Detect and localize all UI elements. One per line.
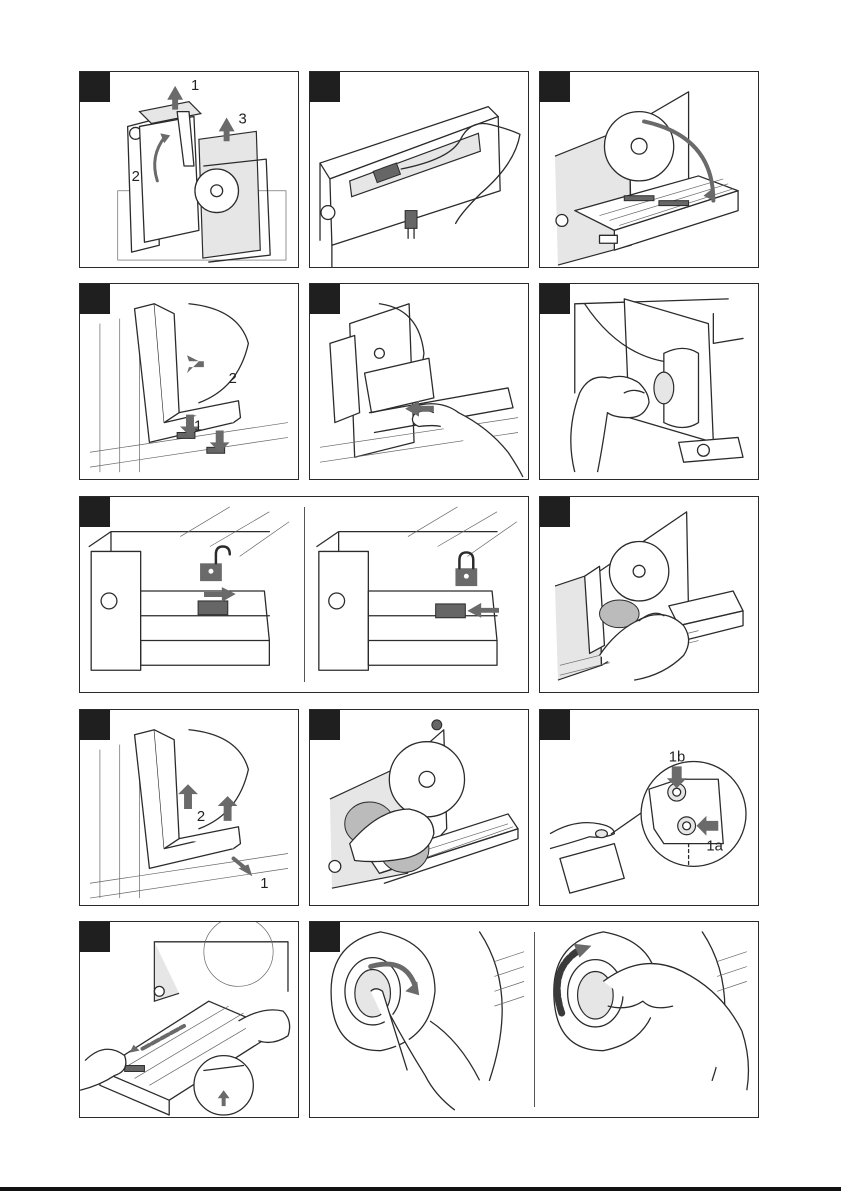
callout-label: 1 [260, 876, 268, 892]
figure-panel-9: 2 1 [79, 709, 299, 906]
switch-detail-illustration: 1b 1a [540, 710, 758, 905]
figure-panel-1: 1 2 3 [79, 71, 299, 268]
fold-carriage-illustration [540, 72, 758, 267]
locked-padlock-icon [455, 552, 477, 586]
callout-label: 3 [238, 111, 246, 127]
blade-removal-illustration [310, 922, 758, 1117]
figure-panel-2 [309, 71, 529, 268]
cord-storage-illustration [310, 72, 528, 267]
callout-label: 2 [132, 169, 140, 185]
callout-label: 2 [197, 809, 205, 825]
food-holder-attach-illustration: 2 1 [80, 284, 298, 479]
figure-panel-3 [539, 71, 759, 268]
unlocked-padlock-icon [200, 546, 230, 581]
slice-without-holder-illustration [310, 710, 528, 905]
figure-panel-10 [309, 709, 529, 906]
callout-label: 1 [194, 418, 202, 434]
thickness-knob-illustration [540, 284, 758, 479]
carriage-lock-illustration [80, 497, 528, 692]
callout-label: 1a [706, 839, 723, 855]
figure-panel-4: 2 1 [79, 283, 299, 480]
disassembly-illustration: 1 2 3 [80, 72, 298, 267]
callout-label: 2 [229, 371, 237, 387]
figure-panel-6 [539, 283, 759, 480]
slicing-illustration [540, 497, 758, 692]
food-holder-detach-illustration: 2 1 [80, 710, 298, 905]
carriage-removal-illustration [80, 922, 298, 1117]
figure-panel-8 [539, 496, 759, 693]
page-footer-rule [0, 1187, 841, 1191]
residual-holder-illustration [310, 284, 528, 479]
figure-panel-7 [79, 496, 529, 693]
figure-panel-12 [79, 921, 299, 1118]
callout-label: 1b [669, 749, 686, 765]
figure-panel-5 [309, 283, 529, 480]
figure-panel-11: 1b 1a [539, 709, 759, 906]
figure-panel-13 [309, 921, 759, 1118]
callout-label: 1 [191, 78, 199, 94]
